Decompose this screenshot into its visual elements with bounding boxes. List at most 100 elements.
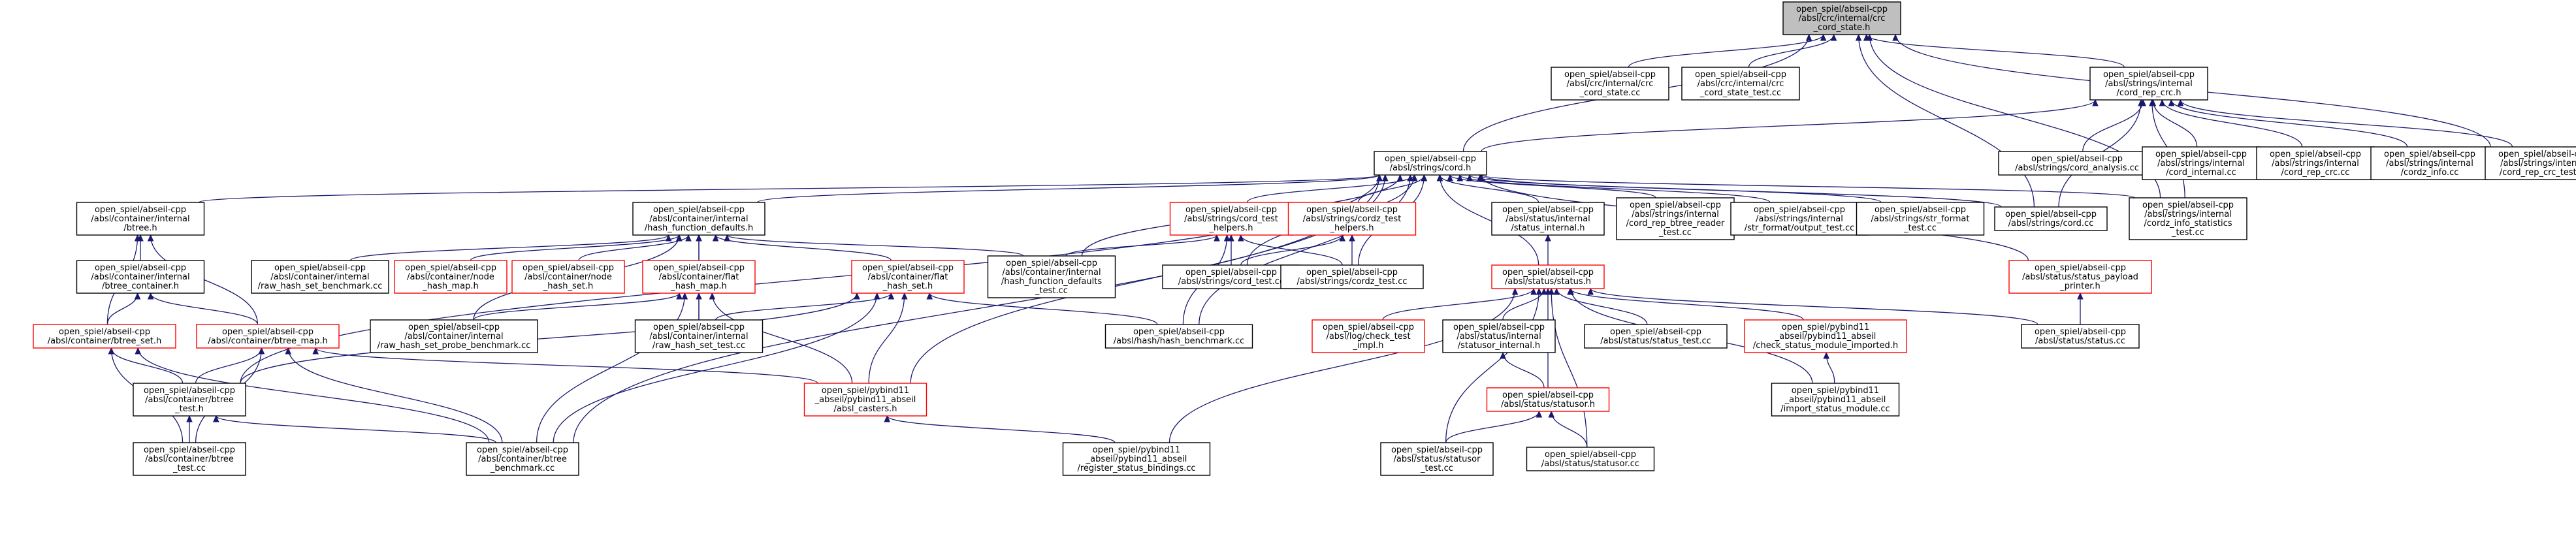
node-box[interactable] (1491, 202, 1605, 236)
graph-node-flat-hash-set[interactable]: open_spiel/abseil-cpp/absl/container/fla… (851, 260, 965, 294)
node-box[interactable] (1771, 383, 1900, 417)
node-box[interactable] (1162, 264, 1300, 289)
node-box[interactable] (803, 383, 927, 417)
node-box[interactable] (466, 442, 579, 476)
node-box[interactable] (2485, 146, 2576, 180)
graph-node-str-format-output[interactable]: open_spiel/abseil-cpp/absl/strings/inter… (1730, 202, 1869, 236)
node-box[interactable] (251, 260, 389, 294)
graph-node-btree-test-h[interactable]: open_spiel/abseil-cpp/absl/container/btr… (133, 383, 246, 417)
graph-node-cord-test-helpers[interactable]: open_spiel/abseil-cpp/absl/strings/cord_… (1169, 202, 1293, 236)
node-box[interactable] (1616, 197, 1735, 240)
node-box[interactable] (2256, 146, 2375, 180)
node-box[interactable] (370, 319, 538, 353)
graph-node-btree-set[interactable]: open_spiel/abseil-cpp/absl/container/btr… (33, 324, 176, 349)
graph-node-check-status-imported[interactable]: open_spiel/pybind11_abseil/pybind11_abse… (1744, 319, 1907, 353)
graph-node-cord-rep-crc-h[interactable]: open_spiel/abseil-cpp/absl/strings/inter… (2089, 67, 2208, 101)
graph-node-btree-benchmark[interactable]: open_spiel/abseil-cpp/absl/container/btr… (466, 442, 579, 476)
graph-node-node-hash-set[interactable]: open_spiel/abseil-cpp/absl/container/nod… (511, 260, 625, 294)
graph-node-cordz-test-helpers[interactable]: open_spiel/abseil-cpp/absl/strings/cordz… (1287, 202, 1417, 236)
node-box[interactable] (1380, 442, 1494, 476)
node-box[interactable] (133, 383, 246, 417)
graph-node-cord-internal[interactable]: open_spiel/abseil-cpp/absl/strings/inter… (2142, 146, 2261, 180)
graph-node-node-hash-map[interactable]: open_spiel/abseil-cpp/absl/container/nod… (394, 260, 507, 294)
node-box[interactable] (33, 324, 176, 349)
node-box[interactable] (632, 202, 765, 236)
node-box[interactable] (76, 260, 205, 294)
node-box[interactable] (1584, 324, 1728, 349)
node-box[interactable] (1994, 206, 2108, 231)
node-box[interactable] (196, 324, 340, 349)
node-box[interactable] (851, 260, 965, 294)
node-box[interactable] (1526, 447, 1655, 471)
graph-node-cord-h[interactable]: open_spiel/abseil-cpp/absl/strings/cord.… (1374, 151, 1487, 176)
node-box[interactable] (1312, 319, 1425, 353)
graph-node-btree-reader-test[interactable]: open_spiel/abseil-cpp/absl/strings/inter… (1616, 197, 1735, 240)
node-box[interactable] (511, 260, 625, 294)
graph-node-statusor-cc[interactable]: open_spiel/abseil-cpp/absl/status/status… (1526, 447, 1655, 471)
graph-node-statusor-h[interactable]: open_spiel/abseil-cpp/absl/status/status… (1486, 387, 1610, 412)
graph-node-raw-hash-probe-bench[interactable]: open_spiel/abseil-cpp/absl/container/int… (370, 319, 538, 353)
graph-node-crc-state-test[interactable]: open_spiel/abseil-cpp/absl/crc/internal/… (1681, 67, 1800, 101)
graph-node-cord-cc[interactable]: open_spiel/abseil-cpp/absl/strings/cord.… (1994, 206, 2108, 231)
node-label-line: /absl/hash/hash_benchmark.cc (1114, 336, 1244, 346)
node-box[interactable] (987, 255, 1116, 298)
graph-node-hash-benchmark[interactable]: open_spiel/abseil-cpp/absl/hash/hash_ben… (1104, 324, 1253, 349)
node-box[interactable] (2089, 67, 2208, 101)
node-box[interactable] (76, 202, 205, 236)
graph-node-status-h[interactable]: open_spiel/abseil-cpp/absl/status/status… (1491, 264, 1605, 289)
node-box[interactable] (1374, 151, 1487, 176)
graph-node-absl-casters[interactable]: open_spiel/pybind11_abseil/pybind11_abse… (803, 383, 927, 417)
graph-node-hash-fn-defaults[interactable]: open_spiel/abseil-cpp/absl/container/int… (632, 202, 765, 236)
node-box[interactable] (1287, 202, 1417, 236)
node-box[interactable] (2008, 260, 2152, 294)
graph-node-flat-hash-map[interactable]: open_spiel/abseil-cpp/absl/container/fla… (642, 260, 756, 294)
graph-node-check-test-impl[interactable]: open_spiel/abseil-cpp/absl/log/check_tes… (1312, 319, 1425, 353)
node-box[interactable] (1486, 387, 1610, 412)
node-box[interactable] (2129, 197, 2247, 240)
node-box[interactable] (1104, 324, 1253, 349)
graph-node-raw-hash-bench[interactable]: open_spiel/abseil-cpp/absl/container/int… (251, 260, 389, 294)
graph-node-cordz-test[interactable]: open_spiel/abseil-cpp/absl/strings/cordz… (1280, 264, 1424, 289)
graph-node-cordz-info[interactable]: open_spiel/abseil-cpp/absl/strings/inter… (2370, 146, 2489, 180)
graph-node-register-status-bindings[interactable]: open_spiel/pybind11_abseil/pybind11_abse… (1062, 442, 1211, 476)
node-box[interactable] (1856, 202, 1985, 236)
node-box[interactable] (1491, 264, 1605, 289)
node-box[interactable] (634, 319, 764, 353)
node-box[interactable] (2021, 324, 2140, 349)
graph-node-raw-hash-set-test[interactable]: open_spiel/abseil-cpp/absl/container/int… (634, 319, 764, 353)
graph-node-str-format-test[interactable]: open_spiel/abseil-cpp/absl/strings/str_f… (1856, 202, 1985, 236)
graph-node-btree-test-cc[interactable]: open_spiel/abseil-cpp/absl/container/btr… (133, 442, 246, 476)
graph-node-status-internal[interactable]: open_spiel/abseil-cpp/absl/status/intern… (1491, 202, 1605, 236)
graph-node-btree-h[interactable]: open_spiel/abseil-cpp/absl/container/int… (76, 202, 205, 236)
graph-node-status-cc[interactable]: open_spiel/abseil-cpp/absl/status/status… (2021, 324, 2140, 349)
node-label-line: /absl/container/internal (91, 272, 189, 282)
graph-node-status-test[interactable]: open_spiel/abseil-cpp/absl/status/status… (1584, 324, 1728, 349)
graph-node-btree-map[interactable]: open_spiel/abseil-cpp/absl/container/btr… (196, 324, 340, 349)
graph-node-crc-state-cc[interactable]: open_spiel/abseil-cpp/absl/crc/internal/… (1551, 67, 1669, 101)
graph-node-status-payload-printer[interactable]: open_spiel/abseil-cpp/absl/status/status… (2008, 260, 2152, 294)
graph-node-cord-test[interactable]: open_spiel/abseil-cpp/absl/strings/cord_… (1162, 264, 1300, 289)
node-box[interactable] (1442, 319, 1556, 353)
node-box[interactable] (1062, 442, 1211, 476)
graph-node-statusor-test[interactable]: open_spiel/abseil-cpp/absl/status/status… (1380, 442, 1494, 476)
node-box[interactable] (1782, 1, 1901, 35)
graph-node-cordz-info-stats[interactable]: open_spiel/abseil-cpp/absl/strings/inter… (2129, 197, 2247, 240)
graph-node-cord-analysis[interactable]: open_spiel/abseil-cpp/absl/strings/cord_… (1998, 151, 2156, 176)
graph-node-statusor-internal[interactable]: open_spiel/abseil-cpp/absl/status/intern… (1442, 319, 1556, 353)
node-box[interactable] (1551, 67, 1669, 101)
graph-node-hash-fn-defaults-test[interactable]: open_spiel/abseil-cpp/absl/container/int… (987, 255, 1116, 298)
node-box[interactable] (1681, 67, 1800, 101)
node-box[interactable] (642, 260, 756, 294)
node-box[interactable] (133, 442, 246, 476)
node-box[interactable] (1280, 264, 1424, 289)
node-box[interactable] (1730, 202, 1869, 236)
node-box[interactable] (1744, 319, 1907, 353)
graph-node-import-status-module[interactable]: open_spiel/pybind11_abseil/pybind11_abse… (1771, 383, 1900, 417)
node-box[interactable] (2142, 146, 2261, 180)
graph-node-cord-rep-crc-test[interactable]: open_spiel/abseil-cpp/absl/strings/inter… (2485, 146, 2576, 180)
node-box[interactable] (1998, 151, 2156, 176)
node-box[interactable] (394, 260, 507, 294)
graph-node-cord-rep-crc-cc[interactable]: open_spiel/abseil-cpp/absl/strings/inter… (2256, 146, 2375, 180)
graph-node-root[interactable]: open_spiel/abseil-cpp/absl/crc/internal/… (1782, 1, 1901, 35)
graph-node-btree-container[interactable]: open_spiel/abseil-cpp/absl/container/int… (76, 260, 205, 294)
